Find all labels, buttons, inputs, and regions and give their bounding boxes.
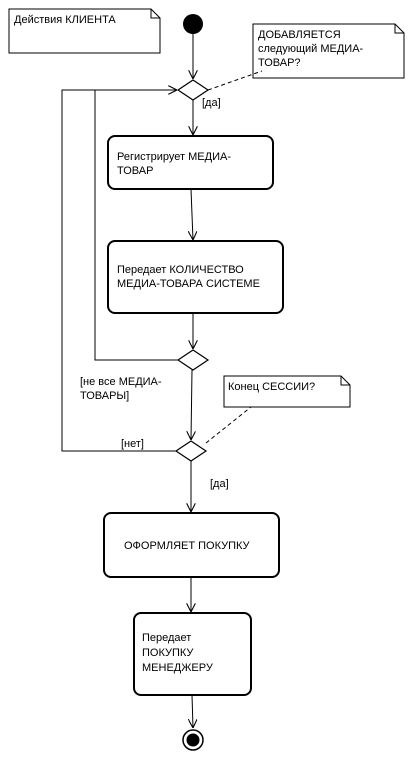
activity-send-quantity-text: Передает КОЛИЧЕСТВО МЕДИА-ТОВАРА СИСТЕМЕ <box>117 264 260 290</box>
activity-send-quantity <box>107 240 284 314</box>
note-client-actions-text: Действия КЛИЕНТА <box>14 14 116 26</box>
note-anchor-bottom <box>205 406 252 444</box>
final-node <box>182 729 204 751</box>
note-next-item-text: ДОБАВЛЯЕТСЯ следующий МЕДИА- ТОВАР? <box>258 29 366 69</box>
note-session-end-text: Конец СЕССИИ? <box>228 381 315 393</box>
flow-to-final <box>192 694 193 728</box>
note-anchor-top <box>207 70 263 91</box>
guard-yes-top: [да] <box>202 97 221 109</box>
flow-to-decision-session-end <box>191 369 192 440</box>
note-client-actions: Действия КЛИЕНТА <box>8 8 161 54</box>
flow-loop-not-all-items <box>94 90 178 361</box>
note-session-end-question: Конец СЕССИИ? <box>223 375 351 408</box>
guard-no: [нет] <box>121 438 144 450</box>
decision-session-end <box>174 440 208 462</box>
activity-send-to-manager-text: Передает ПОКУПКУ МЕНЕДЖЕРУ <box>142 632 214 674</box>
note-next-item-question: ДОБАВЛЯЕТСЯ следующий МЕДИА- ТОВАР? <box>252 23 405 79</box>
decision-all-items <box>176 349 210 371</box>
activity-register-item-text: Регистрирует МЕДИА- ТОВАР <box>117 151 234 177</box>
guard-yes-bottom: [да] <box>210 478 229 490</box>
flow-loop-no <box>61 90 177 452</box>
guard-not-all-items: [не все МЕДИА- ТОВАРЫ] <box>80 376 165 402</box>
flow-to-send-quantity <box>191 188 193 240</box>
activity-checkout-text: ОФОРМЛЯЕТ ПОКУПКУ <box>124 540 251 552</box>
activity-register-item <box>107 135 274 190</box>
initial-node <box>183 14 203 34</box>
